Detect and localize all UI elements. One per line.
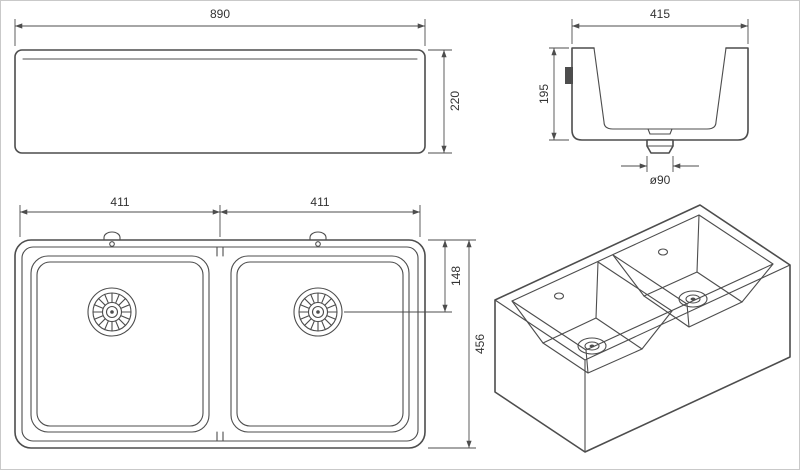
dim-overall-depth: 456 bbox=[428, 240, 487, 449]
overflow-left bbox=[103, 231, 121, 247]
dim-left-bowl-width: 411 bbox=[19, 195, 221, 237]
iso-sink-silhouette bbox=[494, 204, 791, 453]
right-drain bbox=[293, 287, 343, 337]
dim-front-height: 220 bbox=[428, 49, 462, 154]
iso-drain-left bbox=[577, 337, 607, 355]
bowl-left-outline bbox=[30, 255, 210, 433]
center-divider bbox=[216, 246, 224, 442]
dim-right-bowl-width: 411 bbox=[220, 195, 421, 237]
dim-label-front-height: 220 bbox=[448, 91, 462, 111]
front-elevation-view: 890 220 bbox=[14, 7, 462, 154]
iso-overflow-left bbox=[553, 292, 565, 300]
dim-front-width: 890 bbox=[14, 7, 426, 46]
sink-plan-outline bbox=[14, 239, 426, 449]
dim-label-side-width: 415 bbox=[650, 7, 670, 21]
dim-drain-offset: 148 bbox=[344, 239, 476, 313]
sink-plan-rim-inner bbox=[21, 246, 419, 442]
iso-center-divider bbox=[597, 254, 688, 312]
iso-bowl-right bbox=[612, 214, 774, 328]
dim-label-right-bowl-width: 411 bbox=[310, 195, 329, 209]
dim-label-front-width: 890 bbox=[210, 7, 230, 21]
side-elevation-view: 415 195 ø90 bbox=[537, 7, 749, 187]
iso-overflow-right bbox=[657, 248, 669, 256]
overflow-right bbox=[309, 231, 327, 247]
sink-front-outline bbox=[14, 49, 426, 154]
dim-label-overall-depth: 456 bbox=[473, 334, 487, 354]
dim-side-width: 415 bbox=[571, 7, 749, 44]
iso-bowl-left bbox=[511, 261, 673, 374]
dim-label-left-bowl-width: 411 bbox=[110, 195, 129, 209]
isometric-view bbox=[494, 204, 791, 453]
plan-view: 411 411 bbox=[14, 195, 487, 449]
dim-drain-diameter: ø90 bbox=[621, 156, 699, 187]
dim-side-height: 195 bbox=[537, 47, 569, 141]
mounting-clip bbox=[565, 67, 573, 84]
left-drain bbox=[87, 287, 137, 337]
sink-side-outline bbox=[571, 47, 749, 141]
dim-label-drain-diameter: ø90 bbox=[650, 173, 671, 187]
bowl-right-outline bbox=[230, 255, 410, 433]
iso-drain-right bbox=[678, 290, 708, 308]
bowl-left-inner bbox=[36, 261, 204, 427]
dim-label-side-height: 195 bbox=[537, 84, 551, 104]
bowl-right-inner bbox=[236, 261, 404, 427]
sink-side-bowl-section bbox=[593, 47, 727, 135]
dim-label-drain-offset: 148 bbox=[449, 266, 463, 286]
